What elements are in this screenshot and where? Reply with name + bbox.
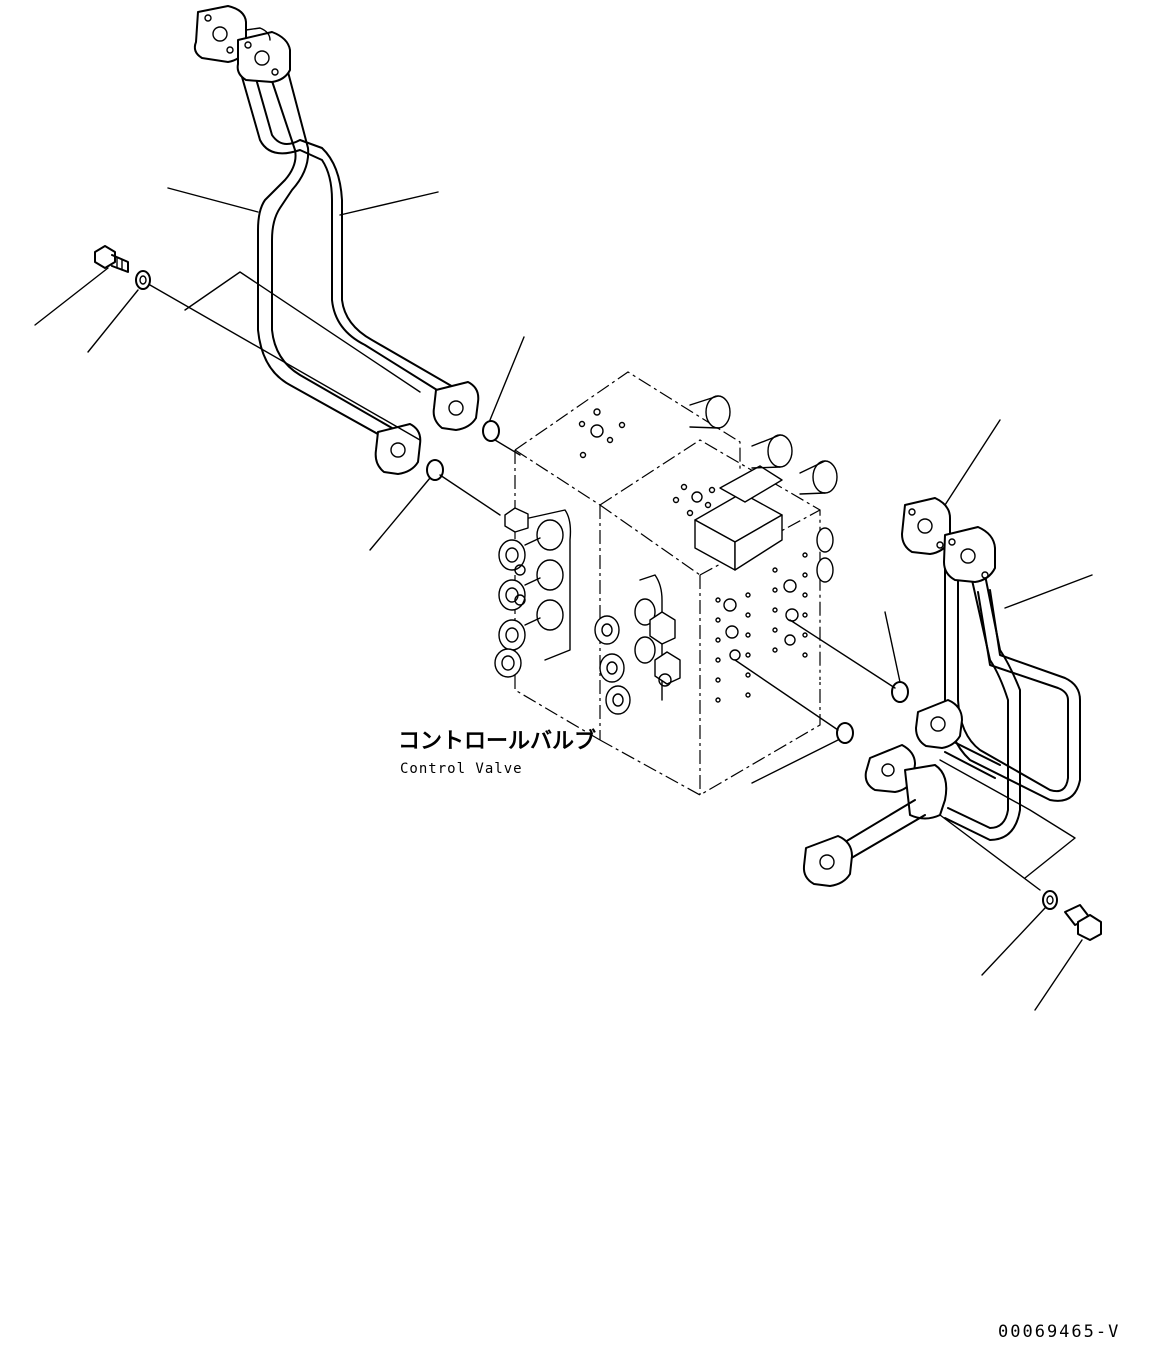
o-ring-upper-right — [891, 681, 909, 703]
o-ring-lower-left — [426, 459, 444, 481]
right-pipe-assembly — [802, 497, 1081, 887]
alignment-lines — [149, 271, 1076, 891]
part-label-jp: コントロールバルブ — [398, 728, 596, 754]
drawing-code: 00069465-V — [998, 1322, 1120, 1342]
control-valve — [494, 371, 838, 796]
right-washer — [1042, 890, 1058, 910]
leader-lines — [34, 187, 1093, 1011]
o-ring-upper-left — [482, 420, 500, 442]
o-ring-lower-right — [836, 722, 854, 744]
left-bolt — [94, 245, 129, 273]
part-label-en: Control Valve — [400, 761, 523, 777]
left-washer — [135, 270, 151, 290]
right-bolt — [1064, 904, 1102, 941]
left-pipe-assembly — [193, 5, 480, 475]
